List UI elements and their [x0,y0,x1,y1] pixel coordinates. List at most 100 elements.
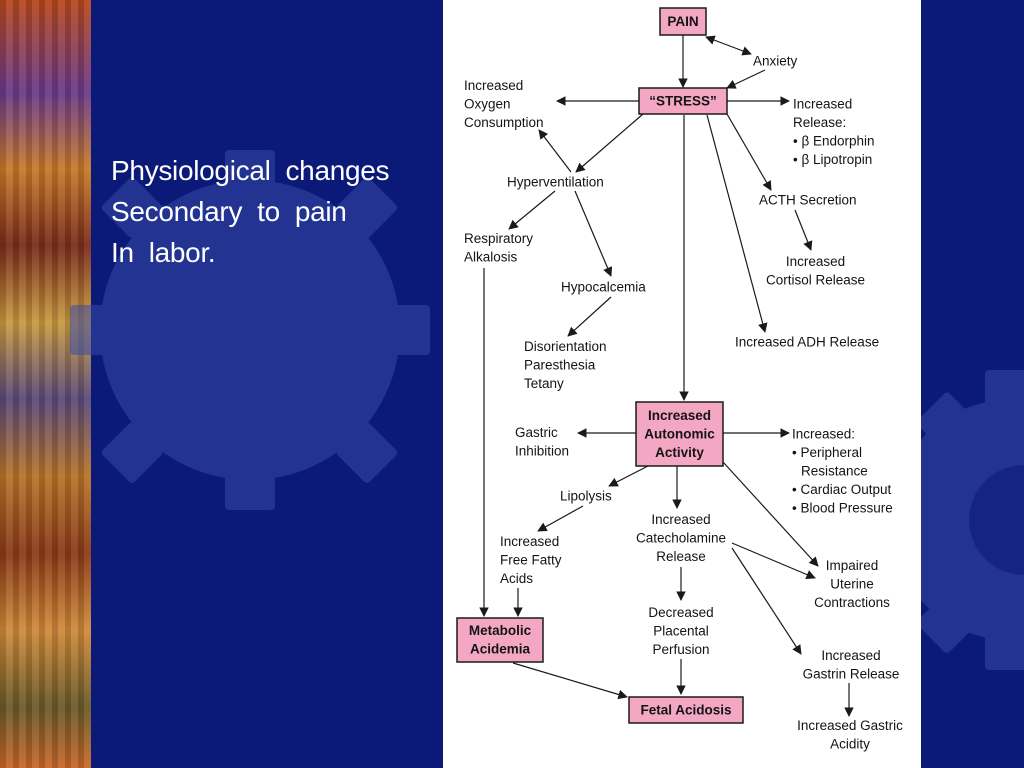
node-label: Catecholamine [636,530,726,545]
node-label: Release [656,549,706,564]
node-label: Hypocalcemia [561,279,646,294]
node-acth: ACTH Secretion [759,192,857,207]
title-line: Physiological changes [111,155,390,186]
node-label: Tetany [524,376,564,391]
edge-stress-to-acth [726,113,772,191]
edge-autonomic-to-lipolysis [608,465,649,487]
node-label: Placental [653,623,709,638]
node-label: • β Lipotropin [793,152,872,167]
node-label: Increased [786,254,845,269]
edge-lipolysis-to-ffa [537,505,584,532]
nodes-layer: PAINAnxiety“STRESS”IncreasedOxygenConsum… [456,7,903,752]
node-label: Alkalosis [464,250,518,265]
node-label: • Blood Pressure [792,500,893,515]
node-label: Gastrin Release [803,667,900,682]
node-label: Resistance [801,463,868,478]
node-stress: “STRESS” [638,87,728,115]
node-label: Increased ADH Release [735,334,879,349]
edge-stress-to-hypervent [575,113,644,173]
node-label: • Cardiac Output [792,482,892,497]
slide-title: Physiological changes Secondary to pain … [111,150,390,273]
node-label: Increased [651,512,710,527]
node-label: • β Endorphin [793,134,875,149]
node-box [456,617,544,663]
node-label: Autonomic [644,426,715,441]
node-label: Free Fatty [500,552,562,567]
edge-metabolic-to-fetal [512,662,628,700]
flowchart: PAINAnxiety“STRESS”IncreasedOxygenConsum… [456,7,903,752]
decorative-image-strip [0,0,91,768]
node-pain: PAIN [659,7,707,36]
title-line: In labor. [111,237,216,268]
edge-anxiety-to-stress [726,69,766,89]
edge-catechol-to-uterine [731,542,816,580]
node-label: Respiratory [464,231,533,246]
node-label: Contractions [814,595,890,610]
node-label: Increased [793,97,852,112]
edges-layer [479,35,854,717]
node-label: Uterine [830,576,874,591]
edge-hypervent-to-hypocal [574,190,613,277]
node-label: Inhibition [515,444,569,459]
edge-hypocal-to-disorient [567,296,612,337]
node-label: Increased [464,78,523,93]
node-label: Increased Gastric [797,718,903,733]
node-hypocal: Hypocalcemia [561,279,646,294]
node-box [628,696,744,724]
node-box [659,7,707,36]
node-label: Increased [500,534,559,549]
node-adh: Increased ADH Release [735,334,879,349]
node-label: Increased: [792,426,855,441]
node-lipolysis: Lipolysis [560,488,612,503]
node-fetal: Fetal Acidosis [628,696,744,724]
edge-catechol-to-gastrin [731,547,802,655]
node-label: Metabolic [469,623,532,638]
edge-pain-to-anxiety [705,35,752,56]
node-label: Oxygen [464,96,511,111]
node-label: Increased [648,408,711,423]
gear-shape-right [890,370,1024,670]
node-label: Consumption [464,115,544,130]
node-label: Acidemia [470,642,531,657]
node-label: Fetal Acidosis [640,702,731,717]
edge-acth-to-cortisol [794,209,813,251]
edge-hypervent-to-oxygen [538,129,572,173]
node-label: Cortisol Release [766,273,865,288]
node-label: Perfusion [652,642,709,657]
gear-shape-left [70,150,430,510]
node-label: PAIN [667,14,698,29]
edge-hypervent-to-resp-alk [508,190,556,230]
node-label: • Peripheral [792,445,862,460]
node-box [635,401,724,467]
node-label: “STRESS” [649,93,717,108]
node-label: Acids [500,571,533,586]
node-label: Increased [821,648,880,663]
node-label: Paresthesia [524,357,596,372]
edge-autonomic-to-uterine [722,461,819,567]
node-label: Gastric [515,425,558,440]
node-hypervent: Hyperventilation [507,174,604,189]
title-line: Secondary to pain [111,196,347,227]
node-anxiety: Anxiety [753,53,798,68]
node-label: Activity [655,445,704,460]
node-label: Lipolysis [560,488,612,503]
node-label: Decreased [648,605,713,620]
node-box [638,87,728,115]
node-label: Impaired [826,558,879,573]
